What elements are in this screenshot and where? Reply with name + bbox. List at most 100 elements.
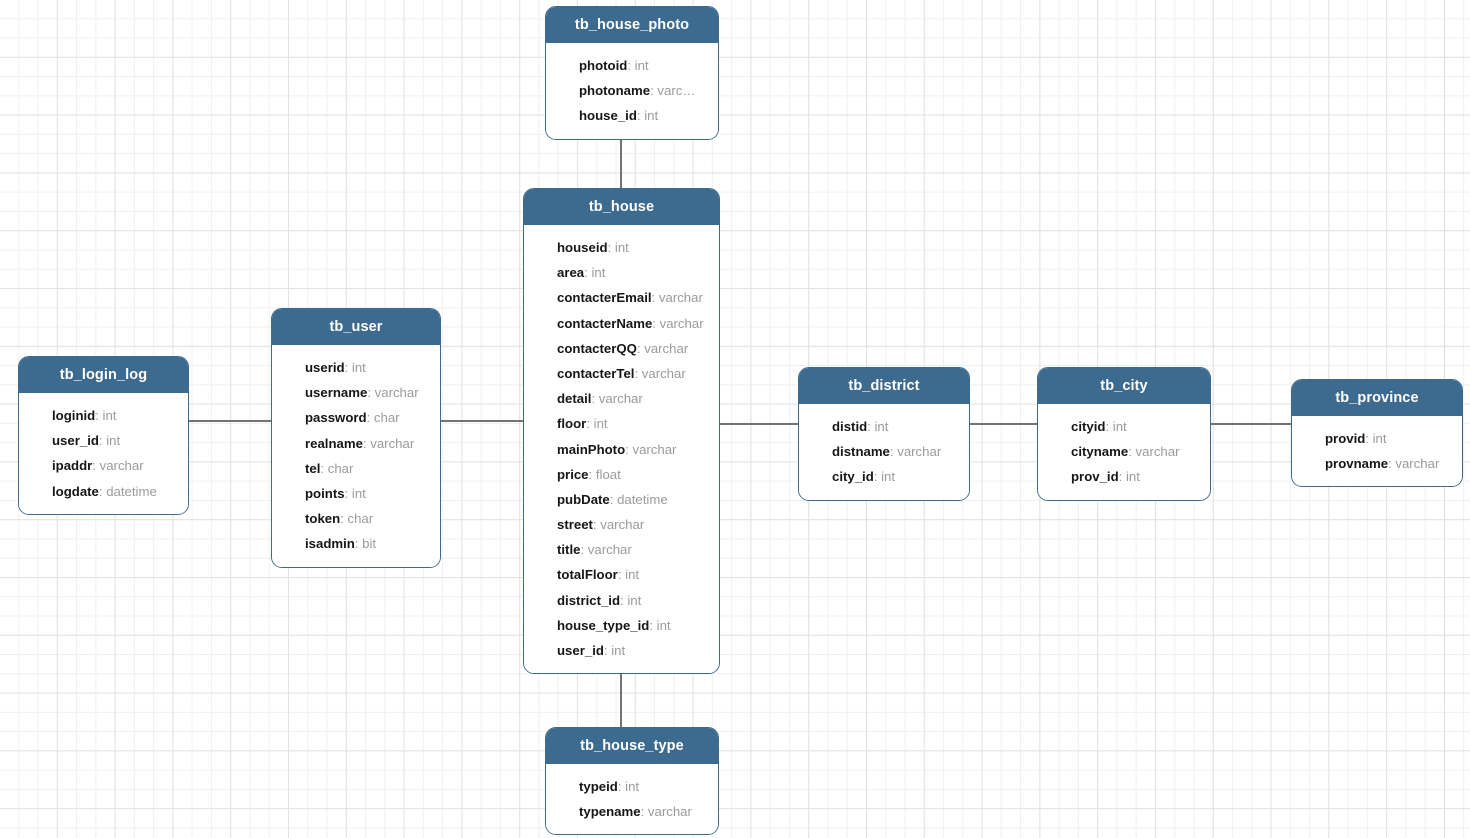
field-type: int	[614, 240, 629, 255]
connector-user-to-house[interactable]	[440, 420, 525, 422]
field-type: varchar	[659, 315, 704, 331]
entity-title-tb_house_type[interactable]: tb_house_type	[546, 728, 718, 764]
field-name: prov_id	[1071, 469, 1119, 485]
entity-title-tb_province[interactable]: tb_province	[1292, 380, 1462, 416]
field-name: city_id	[832, 469, 874, 485]
field-row[interactable]: district_id: int	[524, 588, 719, 613]
field-type: varchar	[1395, 456, 1440, 472]
field-row[interactable]: prov_id: int	[1038, 464, 1210, 489]
field-row[interactable]: loginid: int	[19, 403, 188, 428]
field-type: char	[373, 410, 400, 426]
field-row[interactable]: contacterQQ: varchar	[524, 336, 719, 361]
field-separator: :	[1118, 469, 1126, 485]
field-type: varchar	[600, 517, 645, 533]
field-separator: :	[92, 458, 100, 474]
connector-login-log-to-user[interactable]	[188, 420, 273, 422]
connector-house-to-district[interactable]	[719, 423, 800, 425]
field-type: int	[625, 567, 640, 583]
field-row[interactable]: typename: varchar	[546, 799, 718, 824]
field-row[interactable]: photoid: int	[546, 53, 718, 78]
entity-title-tb_house[interactable]: tb_house	[524, 189, 719, 225]
field-row[interactable]: provid: int	[1292, 426, 1462, 451]
field-row[interactable]: provname: varchar	[1292, 451, 1462, 476]
field-row[interactable]: floor: int	[524, 411, 719, 436]
field-row[interactable]: contacterTel: varchar	[524, 361, 719, 386]
field-separator: :	[873, 469, 882, 485]
field-row[interactable]: cityname: varchar	[1038, 439, 1210, 464]
field-row[interactable]: logdate: datetime	[19, 479, 188, 504]
field-row[interactable]: price: float	[524, 462, 719, 487]
field-row[interactable]: houseid: int	[524, 235, 719, 260]
field-name: provname	[1325, 456, 1389, 472]
field-row[interactable]: cityid: int	[1038, 414, 1210, 439]
entity-title-tb_user[interactable]: tb_user	[272, 309, 440, 345]
field-separator: :	[588, 466, 596, 482]
field-row[interactable]: street: varchar	[524, 512, 719, 537]
connector-district-to-city[interactable]	[969, 423, 1039, 425]
field-type: int	[627, 592, 642, 608]
field-separator: :	[1365, 431, 1373, 446]
field-row[interactable]: photoname: varc…	[546, 78, 718, 103]
field-type: int	[1125, 469, 1140, 485]
field-type: varchar	[658, 290, 703, 306]
field-row[interactable]: contacterName: varchar	[524, 311, 719, 336]
field-name: provid	[1325, 431, 1366, 446]
field-row[interactable]: ipaddr: varchar	[19, 453, 188, 478]
field-name: house_type_id	[557, 617, 650, 633]
field-row[interactable]: area: int	[524, 260, 719, 285]
field-row[interactable]: distid: int	[799, 414, 969, 439]
field-type: int	[625, 779, 640, 794]
field-row[interactable]: points: int	[272, 481, 440, 506]
field-name: detail	[557, 391, 592, 407]
field-type: char	[327, 460, 354, 476]
field-row[interactable]: house_id: int	[546, 103, 718, 128]
field-row[interactable]: title: varchar	[524, 537, 719, 562]
field-row[interactable]: password: char	[272, 405, 440, 430]
entity-title-tb_city[interactable]: tb_city	[1038, 368, 1210, 404]
field-type: char	[347, 511, 374, 527]
entity-title-tb_login_log[interactable]: tb_login_log	[19, 357, 188, 393]
field-separator: :	[1105, 419, 1113, 434]
field-row[interactable]: username: varchar	[272, 380, 440, 405]
field-name: contacterTel	[557, 365, 635, 381]
field-row[interactable]: userid: int	[272, 355, 440, 380]
entity-title-tb_house_photo[interactable]: tb_house_photo	[546, 7, 718, 43]
field-row[interactable]: tel: char	[272, 456, 440, 481]
field-row[interactable]: contacterEmail: varchar	[524, 285, 719, 310]
field-row[interactable]: distname: varchar	[799, 439, 969, 464]
field-row[interactable]: pubDate: datetime	[524, 487, 719, 512]
field-name: district_id	[557, 592, 621, 608]
field-name: logdate	[52, 483, 99, 499]
field-separator: :	[651, 290, 659, 306]
field-row[interactable]: user_id: int	[19, 428, 188, 453]
connector-city-to-province[interactable]	[1210, 423, 1293, 425]
field-separator: :	[340, 511, 348, 527]
connector-house-to-house-type[interactable]	[620, 666, 622, 728]
field-type: varchar	[374, 385, 419, 401]
field-row[interactable]: realname: varchar	[272, 431, 440, 456]
field-row[interactable]: typeid: int	[546, 774, 718, 799]
entity-title-tb_district[interactable]: tb_district	[799, 368, 969, 404]
field-row[interactable]: user_id: int	[524, 638, 719, 663]
field-name: isadmin	[305, 536, 355, 552]
field-row[interactable]: city_id: int	[799, 464, 969, 489]
field-row[interactable]: house_type_id: int	[524, 613, 719, 638]
connector-house-photo-to-house[interactable]	[620, 131, 622, 189]
field-row[interactable]: isadmin: bit	[272, 531, 440, 556]
field-row[interactable]: mainPhoto: varchar	[524, 437, 719, 462]
field-row[interactable]: detail: varchar	[524, 386, 719, 411]
field-type: int	[644, 108, 659, 124]
field-row[interactable]: token: char	[272, 506, 440, 531]
field-separator: :	[649, 617, 657, 633]
field-row[interactable]: totalFloor: int	[524, 562, 719, 587]
